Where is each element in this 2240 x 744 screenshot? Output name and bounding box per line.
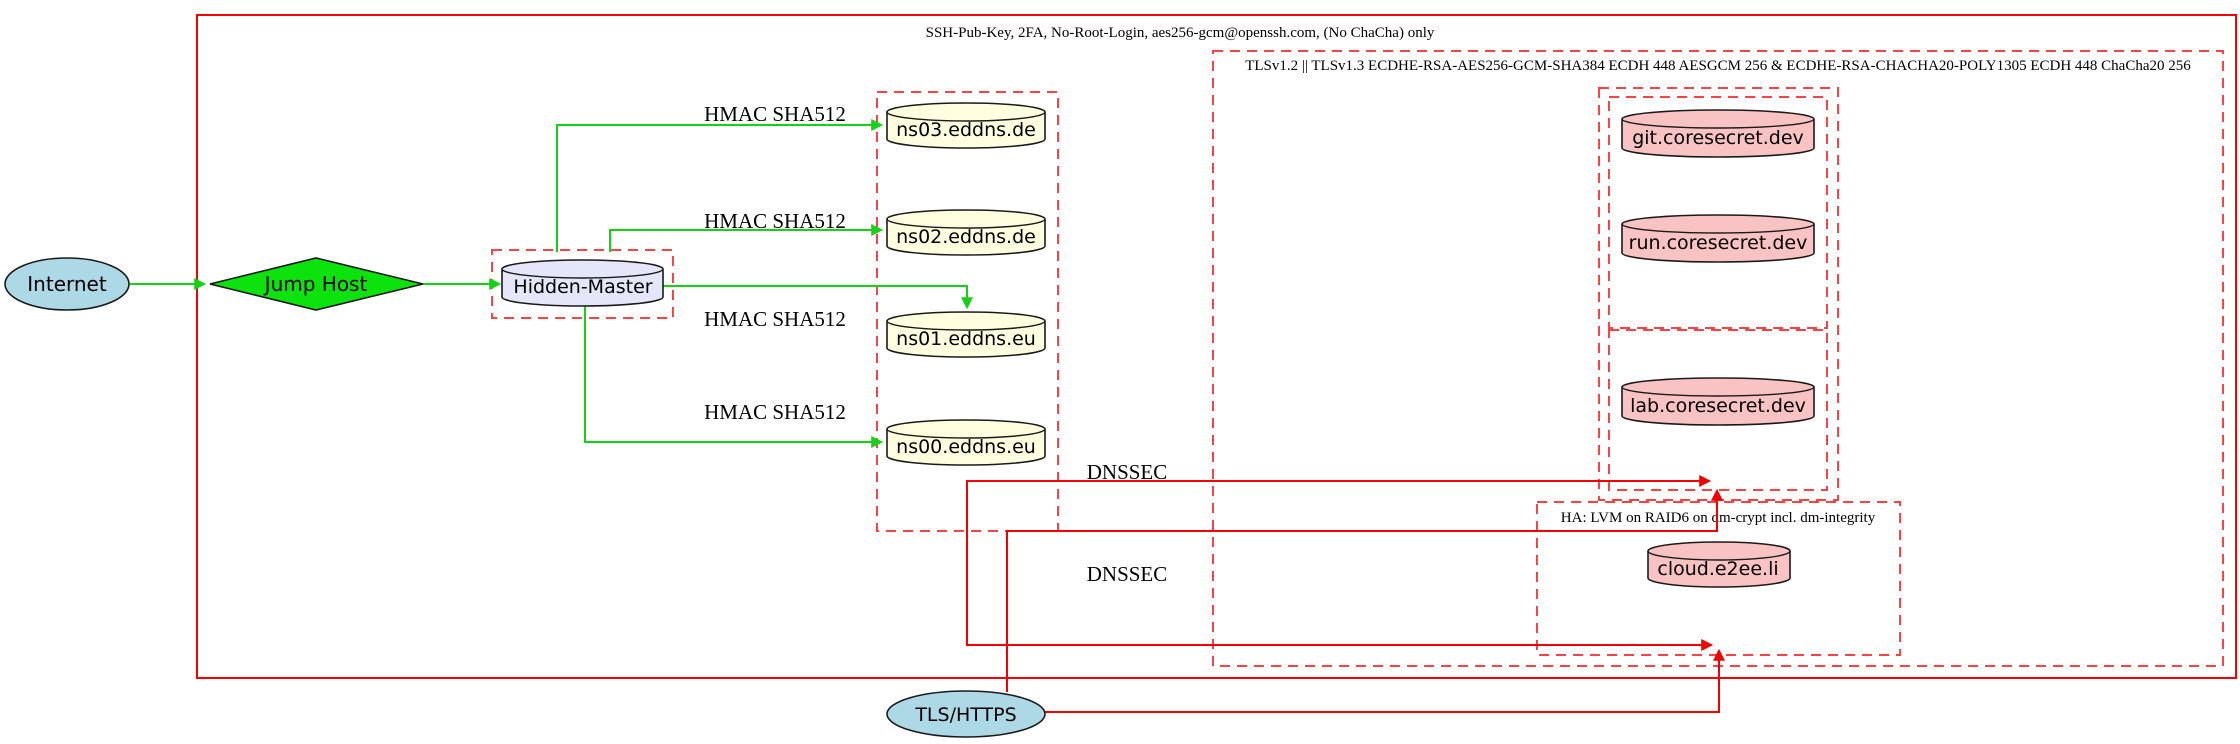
jump-host-node: Jump Host (209, 257, 424, 311)
internet-node: Internet (4, 257, 130, 311)
ns00-node: ns00.eddns.eu (886, 419, 1046, 466)
edge-tlshttps-ha (1045, 648, 1725, 713)
ssh-boundary-cluster (196, 14, 2237, 679)
ns03-node: ns03.eddns.de (886, 102, 1046, 149)
edge-hiddenmaster-ns00 (584, 306, 884, 448)
edge-label-hmac-ns03: HMAC SHA512 (704, 102, 846, 126)
edge-hiddenmaster-ns02 (609, 224, 884, 252)
tls-https-node-label: TLS/HTTPS (914, 704, 1016, 726)
tls-cluster-label: TLSv1.2 || TLSv1.3 ECDHE-RSA-AES256-GCM-… (1245, 58, 2191, 74)
dns-cluster (876, 91, 1059, 532)
internet-node-label: Internet (27, 272, 107, 296)
tls-https-node: TLS/HTTPS (886, 690, 1046, 738)
git-node: git.coresecret.dev (1621, 109, 1815, 158)
lab-node: lab.coresecret.dev (1621, 377, 1815, 426)
run-node-label: run.coresecret.dev (1629, 232, 1808, 254)
git-run-subcluster (1608, 96, 1828, 329)
ns03-node-label: ns03.eddns.de (896, 119, 1036, 141)
edge-label-hmac-ns00: HMAC SHA512 (704, 400, 846, 424)
edge-label-hmac-ns02: HMAC SHA512 (704, 209, 846, 233)
git-node-label: git.coresecret.dev (1632, 127, 1804, 149)
edge-label-dnssec-1: DNSSEC (1087, 460, 1168, 484)
hidden-master-node-label: Hidden-Master (513, 276, 652, 298)
run-node: run.coresecret.dev (1621, 214, 1815, 263)
ns02-node: ns02.eddns.de (886, 209, 1046, 256)
edge-label-hmac-ns01: HMAC SHA512 (704, 307, 846, 331)
lab-node-label: lab.coresecret.dev (1630, 395, 1806, 417)
lab-subcluster (1608, 329, 1828, 491)
cloud-node-label: cloud.e2ee.li (1657, 558, 1778, 580)
ha-cluster-label: HA: LVM on RAID6 on dm-crypt incl. dm-in… (1561, 510, 1876, 526)
edge-dnssec-coresecret (966, 475, 1712, 531)
edge-hiddenmaster-ns03 (556, 119, 884, 252)
edge-label-dnssec-2: DNSSEC (1087, 562, 1168, 586)
ssh-cluster-label: SSH-Pub-Key, 2FA, No-Root-Login, aes256-… (926, 25, 1435, 41)
edge-hiddenmaster-ns01 (663, 285, 973, 310)
jump-host-node-label: Jump Host (263, 272, 368, 296)
hidden-master-node: Hidden-Master (501, 259, 664, 307)
ns01-node: ns01.eddns.eu (886, 311, 1046, 358)
edge-tlshttps-coresecret (1006, 488, 1723, 692)
ns01-node-label: ns01.eddns.eu (896, 328, 1036, 350)
edge-dnssec-ha (966, 531, 1714, 651)
ns02-node-label: ns02.eddns.de (896, 226, 1036, 248)
ns00-node-label: ns00.eddns.eu (896, 436, 1036, 458)
cloud-node: cloud.e2ee.li (1647, 541, 1791, 588)
